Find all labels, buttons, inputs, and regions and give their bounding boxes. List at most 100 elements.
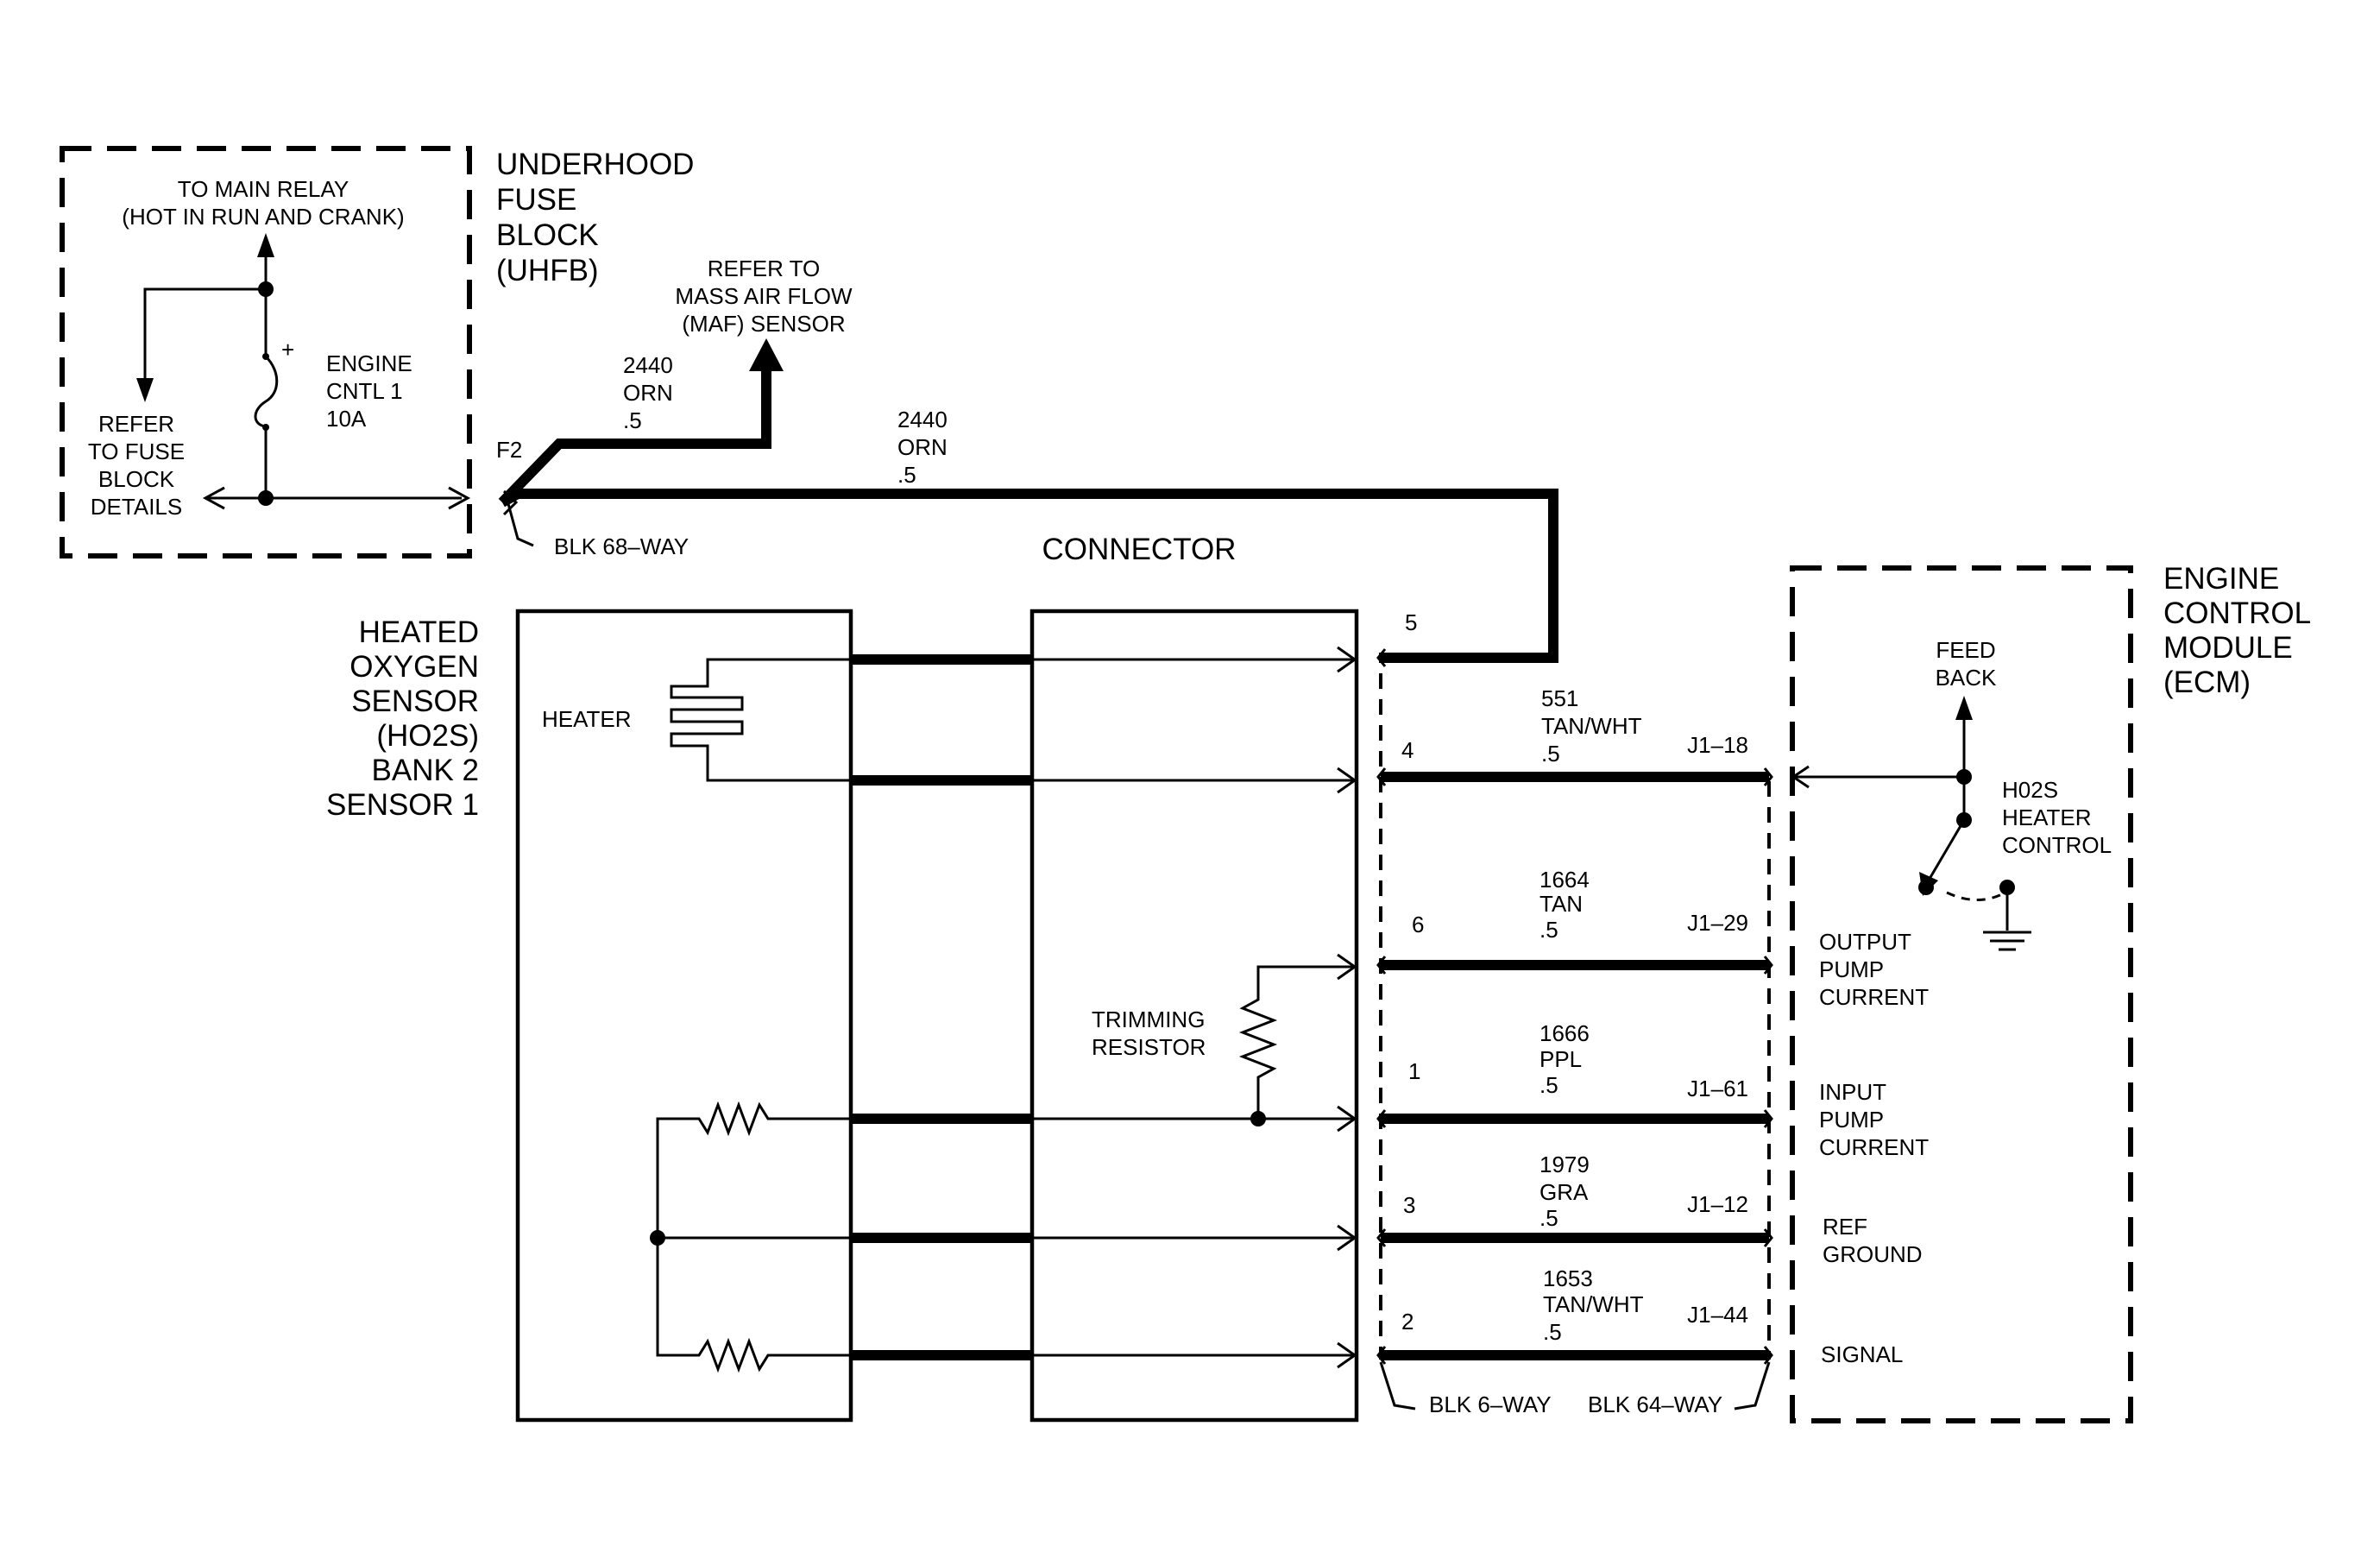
trimming-resistor-label: TRIMMING RESISTOR	[1092, 1007, 1206, 1060]
svg-text:2: 2	[1401, 1309, 1414, 1335]
svg-text:J1–61: J1–61	[1687, 1076, 1748, 1101]
svg-text:ENGINE: ENGINE	[2163, 562, 2279, 596]
heater-label: HEATER	[542, 706, 632, 732]
svg-text:(ECM): (ECM)	[2163, 666, 2251, 699]
heater-element	[670, 646, 1357, 794]
harness-wires	[1376, 648, 1773, 1365]
svg-text:2440: 2440	[623, 352, 673, 378]
svg-text:.5: .5	[1539, 1072, 1558, 1098]
svg-text:BANK 2: BANK 2	[372, 754, 480, 787]
svg-text:J1–29: J1–29	[1687, 910, 1748, 936]
svg-text:BLK 64–WAY: BLK 64–WAY	[1588, 1391, 1722, 1417]
signal-label: SIGNAL	[1821, 1341, 1903, 1367]
uhfb-title: UNDERHOOD FUSE BLOCK (UHFB)	[496, 148, 694, 287]
svg-text:6: 6	[1412, 912, 1424, 937]
svg-text:OXYGEN: OXYGEN	[349, 650, 479, 684]
svg-text:.5: .5	[1541, 741, 1560, 767]
svg-text:ORN: ORN	[897, 434, 948, 460]
svg-text:BLOCK: BLOCK	[496, 218, 599, 252]
svg-text:J1–44: J1–44	[1687, 1302, 1748, 1328]
svg-text:MASS AIR FLOW: MASS AIR FLOW	[675, 283, 853, 309]
svg-text:HEATED: HEATED	[359, 615, 479, 649]
refer-fuse-details-label: REFER TO FUSE BLOCK DETAILS	[88, 411, 185, 520]
ho2s-sensor-box	[515, 609, 853, 1423]
svg-text:1653: 1653	[1543, 1265, 1593, 1291]
svg-text:1979: 1979	[1539, 1152, 1590, 1177]
ecm-title: ENGINE CONTROL MODULE (ECM)	[2163, 562, 2311, 699]
svg-text:INPUT: INPUT	[1819, 1079, 1886, 1105]
svg-text:TAN: TAN	[1539, 891, 1583, 917]
svg-text:PUMP: PUMP	[1819, 1107, 1884, 1133]
ecm-heater-switch	[1791, 696, 2031, 951]
svg-text:J1–12: J1–12	[1687, 1191, 1748, 1217]
feedback-label: FEED BACK	[1936, 637, 1997, 691]
svg-text:J1–18: J1–18	[1687, 732, 1748, 758]
svg-text:.5: .5	[623, 407, 642, 433]
svg-text:PUMP: PUMP	[1819, 956, 1884, 982]
svg-text:CURRENT: CURRENT	[1819, 1134, 1929, 1160]
sensor-harness	[851, 654, 1032, 1360]
svg-text:.5: .5	[897, 462, 916, 488]
svg-text:GRA: GRA	[1539, 1179, 1589, 1205]
svg-text:BACK: BACK	[1936, 665, 1997, 691]
svg-text:3: 3	[1403, 1192, 1415, 1218]
connector-box	[1029, 609, 1359, 1423]
maf-wire-label: 2440 ORN .5	[623, 352, 673, 433]
pin-numbers: 5 4 6 1 3 2	[1401, 609, 1424, 1335]
svg-text:ENGINE: ENGINE	[326, 350, 412, 376]
svg-text:1664: 1664	[1539, 867, 1590, 893]
svg-text:.5: .5	[1539, 917, 1558, 943]
input-pump-label: INPUT PUMP CURRENT	[1819, 1079, 1929, 1160]
svg-text:5: 5	[1405, 609, 1417, 635]
svg-text:DETAILS: DETAILS	[91, 494, 182, 520]
svg-text:TAN/WHT: TAN/WHT	[1541, 713, 1642, 739]
svg-text:BLK 6–WAY: BLK 6–WAY	[1429, 1391, 1552, 1417]
svg-text:REFER: REFER	[98, 411, 174, 437]
svg-text:SENSOR 1: SENSOR 1	[326, 788, 479, 822]
svg-text:CURRENT: CURRENT	[1819, 984, 1929, 1010]
svg-text:CONTROL: CONTROL	[2002, 832, 2112, 858]
main-wire-label: 2440 ORN .5	[897, 407, 948, 488]
svg-text:ORN: ORN	[623, 380, 673, 406]
heater-control-label: H02S HEATER CONTROL	[2002, 777, 2112, 858]
svg-text:.5: .5	[1539, 1205, 1558, 1231]
svg-text:(MAF) SENSOR: (MAF) SENSOR	[682, 311, 845, 337]
svg-text:FUSE: FUSE	[496, 183, 576, 217]
svg-text:10A: 10A	[326, 406, 367, 432]
uhfb-box	[60, 146, 472, 558]
fuse-circuit: +	[136, 233, 471, 510]
svg-text:PPL: PPL	[1539, 1046, 1582, 1072]
ecm-pin-labels: J1–18 J1–29 J1–61 J1–12 J1–44	[1687, 732, 1748, 1328]
ho2s-title: HEATED OXYGEN SENSOR (HO2S) BANK 2 SENSO…	[326, 615, 479, 822]
bottom-connector-labels: BLK 6–WAY BLK 64–WAY	[1429, 1391, 1722, 1417]
output-pump-label: OUTPUT PUMP CURRENT	[1819, 929, 1929, 1010]
harness-dashed-frame	[1379, 673, 1771, 1410]
svg-text:BLOCK: BLOCK	[98, 466, 175, 492]
svg-text:MODULE: MODULE	[2163, 631, 2293, 665]
svg-text:TO FUSE: TO FUSE	[88, 439, 185, 464]
svg-text:4: 4	[1401, 737, 1414, 763]
connector-title: CONNECTOR	[1042, 533, 1237, 566]
trimming-resistor	[1238, 953, 1357, 1126]
ecm-box	[1790, 565, 2133, 1423]
svg-text:TRIMMING: TRIMMING	[1092, 1007, 1205, 1032]
svg-text:.5: .5	[1543, 1319, 1562, 1345]
orn-wire-2440	[498, 338, 1558, 663]
sensor-cell-network	[650, 1101, 1357, 1373]
svg-text:RESISTOR: RESISTOR	[1092, 1034, 1206, 1060]
to-main-relay-label: TO MAIN RELAY (HOT IN RUN AND CRANK)	[122, 176, 404, 230]
svg-text:1666: 1666	[1539, 1020, 1590, 1046]
svg-text:CNTL 1: CNTL 1	[326, 378, 403, 404]
svg-text:UNDERHOOD: UNDERHOOD	[496, 148, 694, 181]
wire-labels: 551 TAN/WHT .5 1664 TAN .5 1666 PPL .5 1…	[1539, 685, 1644, 1345]
maf-label: REFER TO MASS AIR FLOW (MAF) SENSOR	[675, 256, 853, 337]
svg-text:TAN/WHT: TAN/WHT	[1543, 1291, 1644, 1317]
svg-text:551: 551	[1541, 685, 1578, 711]
svg-text:H02S: H02S	[2002, 777, 2058, 803]
svg-text:REFER TO: REFER TO	[708, 256, 821, 281]
svg-text:+: +	[281, 337, 294, 363]
svg-text:TO MAIN RELAY: TO MAIN RELAY	[178, 176, 349, 202]
svg-text:OUTPUT: OUTPUT	[1819, 929, 1911, 955]
svg-text:(HOT IN RUN AND CRANK): (HOT IN RUN AND CRANK)	[122, 204, 404, 230]
